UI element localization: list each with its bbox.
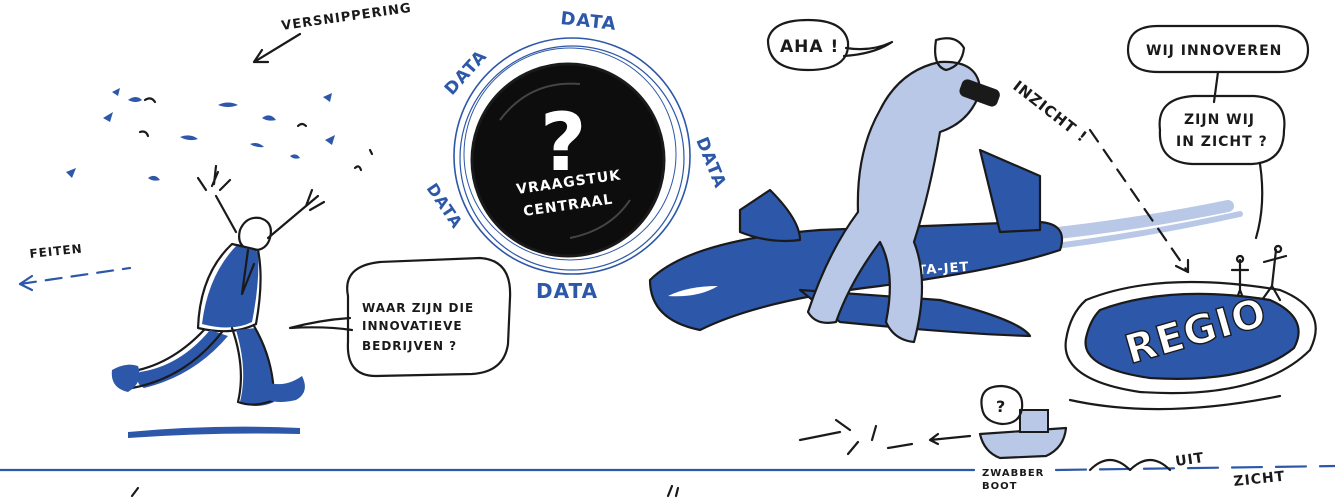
island-figure xyxy=(1260,244,1288,302)
data-orbit xyxy=(463,47,677,261)
jet-cockpit-highlight xyxy=(668,286,718,297)
island-outline xyxy=(1084,292,1300,380)
fragment xyxy=(290,154,300,159)
rider-body xyxy=(808,61,980,342)
jet-tail-fin-outline xyxy=(978,148,1042,234)
fragment xyxy=(180,135,198,141)
aha-text: AHA ! xyxy=(780,37,839,57)
data-orbit xyxy=(453,37,691,275)
uit-zicht-wave xyxy=(1088,458,1172,472)
ground-shadow xyxy=(128,426,300,438)
zicht-label: ZICHT xyxy=(1233,469,1286,490)
rider-with-binoculars xyxy=(806,37,1000,344)
data-orbit xyxy=(459,45,685,271)
fragment xyxy=(148,175,160,181)
zwabberboot-line-2: BOOT xyxy=(982,481,1017,492)
zwabberboot-line-1: ZWABBER xyxy=(982,468,1044,479)
fragment xyxy=(128,97,142,102)
wij-innoveren-text: WIJ INNOVEREN xyxy=(1146,43,1282,59)
disc-scribble xyxy=(569,199,631,239)
runner-speech-line-1: WAAR ZIJN DIE xyxy=(362,301,474,315)
fragment xyxy=(353,165,363,172)
fragment xyxy=(325,135,335,145)
black-disc xyxy=(470,62,666,258)
bottom-scribble xyxy=(130,486,140,498)
data-label-top: DATA xyxy=(559,8,617,35)
data-label-bottom: DATA xyxy=(536,279,598,303)
boat-question-mark: ? xyxy=(996,397,1006,416)
runner-speech-line-2: INNOVATIEVE xyxy=(362,319,463,333)
feiten-label: FEITEN xyxy=(29,241,83,260)
boat-arrow xyxy=(928,432,972,446)
fragment xyxy=(262,115,276,121)
fragment xyxy=(143,97,157,104)
zijn-wij-line-2: IN ZICHT ? xyxy=(1176,134,1268,150)
boat-hull-outline xyxy=(978,426,1068,460)
zwabberboot xyxy=(978,384,1068,460)
question-mark: ? xyxy=(540,96,587,189)
inzicht-label: INZICHT ! xyxy=(1010,77,1092,146)
horizon-line-dashed xyxy=(1054,464,1335,472)
contrail xyxy=(1037,211,1243,251)
fragment xyxy=(250,143,264,148)
zijn-wij-line-1: ZIJN WIJ xyxy=(1184,112,1255,128)
feiten-arrow-head xyxy=(18,274,34,292)
runner-speech-bubble xyxy=(346,256,512,378)
fragment xyxy=(112,88,120,96)
inzicht-sightline xyxy=(1088,128,1190,274)
boat-cabin xyxy=(1019,409,1049,433)
island-outline-outer xyxy=(1064,280,1317,395)
aha-speech-bubble xyxy=(766,18,850,72)
shoe xyxy=(260,376,305,402)
fragment xyxy=(323,93,332,102)
island-fill xyxy=(1085,293,1299,379)
fragment xyxy=(368,148,374,156)
jet-wing-upper-outline xyxy=(738,188,802,243)
fragment xyxy=(218,102,238,107)
fragment xyxy=(103,112,113,122)
zijn-wij-tail xyxy=(1254,162,1264,240)
bottom-scribble xyxy=(666,484,680,498)
data-label-right: DATA xyxy=(691,134,730,191)
jacket-shadow xyxy=(202,244,259,328)
front-leg xyxy=(230,324,276,406)
splash-lines xyxy=(798,418,914,456)
tie xyxy=(240,248,256,296)
inzicht-arrow-head xyxy=(1174,258,1190,274)
versnippering-label: VERSNIPPERING xyxy=(280,1,412,34)
regio-island xyxy=(1064,280,1317,411)
shoe xyxy=(111,364,140,392)
runner-speech-tail xyxy=(288,316,354,332)
boat-thought-bubble xyxy=(980,384,1024,426)
data-circle xyxy=(453,37,691,275)
zijn-wij-bubble xyxy=(1158,94,1286,166)
uit-label: UIT xyxy=(1174,450,1205,470)
wij-innoveren-tail xyxy=(1212,70,1220,104)
back-leg-shadow xyxy=(137,330,228,388)
data-label-left: DATA xyxy=(423,180,467,232)
fragment xyxy=(138,130,150,138)
fragment xyxy=(66,168,76,178)
rider-head xyxy=(934,37,966,72)
running-man xyxy=(111,164,326,406)
wij-innoveren-bubble xyxy=(1126,24,1310,74)
water-ripple xyxy=(1068,394,1282,411)
aha-speech-tail xyxy=(842,40,894,58)
binoculars-icon xyxy=(959,79,1000,107)
fragment xyxy=(296,122,308,128)
fragments-group xyxy=(66,88,374,181)
head xyxy=(238,216,272,252)
runner-speech-line-3: BEDRIJVEN ? xyxy=(362,339,457,353)
versnippering-arrow xyxy=(252,32,302,64)
disc-scribble xyxy=(499,82,581,121)
torso xyxy=(196,242,262,333)
jet-wing-upper xyxy=(740,190,800,241)
feiten-arrow-line xyxy=(18,266,132,286)
boat-hull xyxy=(980,428,1066,458)
left-arm xyxy=(196,164,238,234)
right-arm xyxy=(266,188,326,240)
